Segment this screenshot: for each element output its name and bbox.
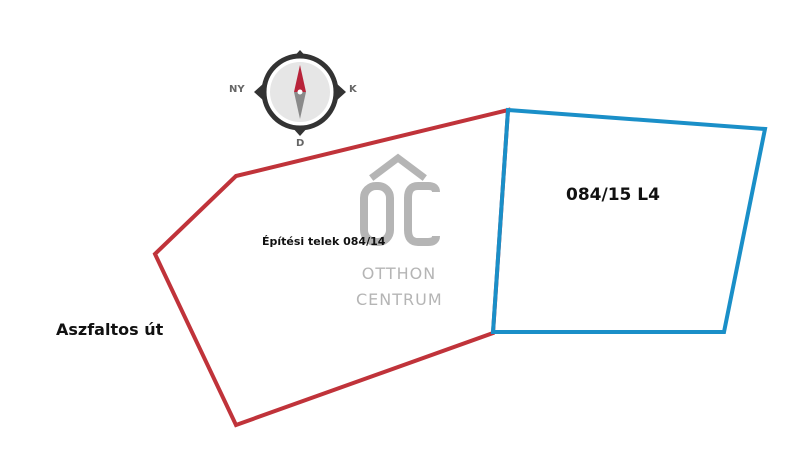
watermark-logo — [360, 153, 440, 246]
compass-needle-north — [294, 65, 306, 92]
watermark-c — [404, 182, 440, 246]
compass-point-west — [254, 83, 264, 101]
road-label: Aszfaltos út — [56, 320, 164, 339]
plot-a-label: Építési telek 084/14 — [262, 235, 386, 248]
watermark-caret — [369, 153, 427, 181]
watermark-line1: OTTHON — [361, 264, 437, 283]
watermark-o — [360, 182, 394, 246]
compass-south-label: D — [296, 138, 305, 149]
compass-east-label: K — [349, 84, 357, 95]
plot-a-boundary — [152, 107, 511, 428]
compass — [254, 50, 346, 136]
watermark-line2: CENTRUM — [356, 290, 443, 309]
plot-b-boundary — [490, 107, 768, 334]
compass-west-label: NY — [229, 84, 245, 95]
compass-needle-south — [294, 92, 306, 119]
compass-hub — [297, 89, 303, 95]
plot-b-label: 084/15 L4 — [566, 185, 660, 205]
compass-point-east — [336, 83, 346, 101]
